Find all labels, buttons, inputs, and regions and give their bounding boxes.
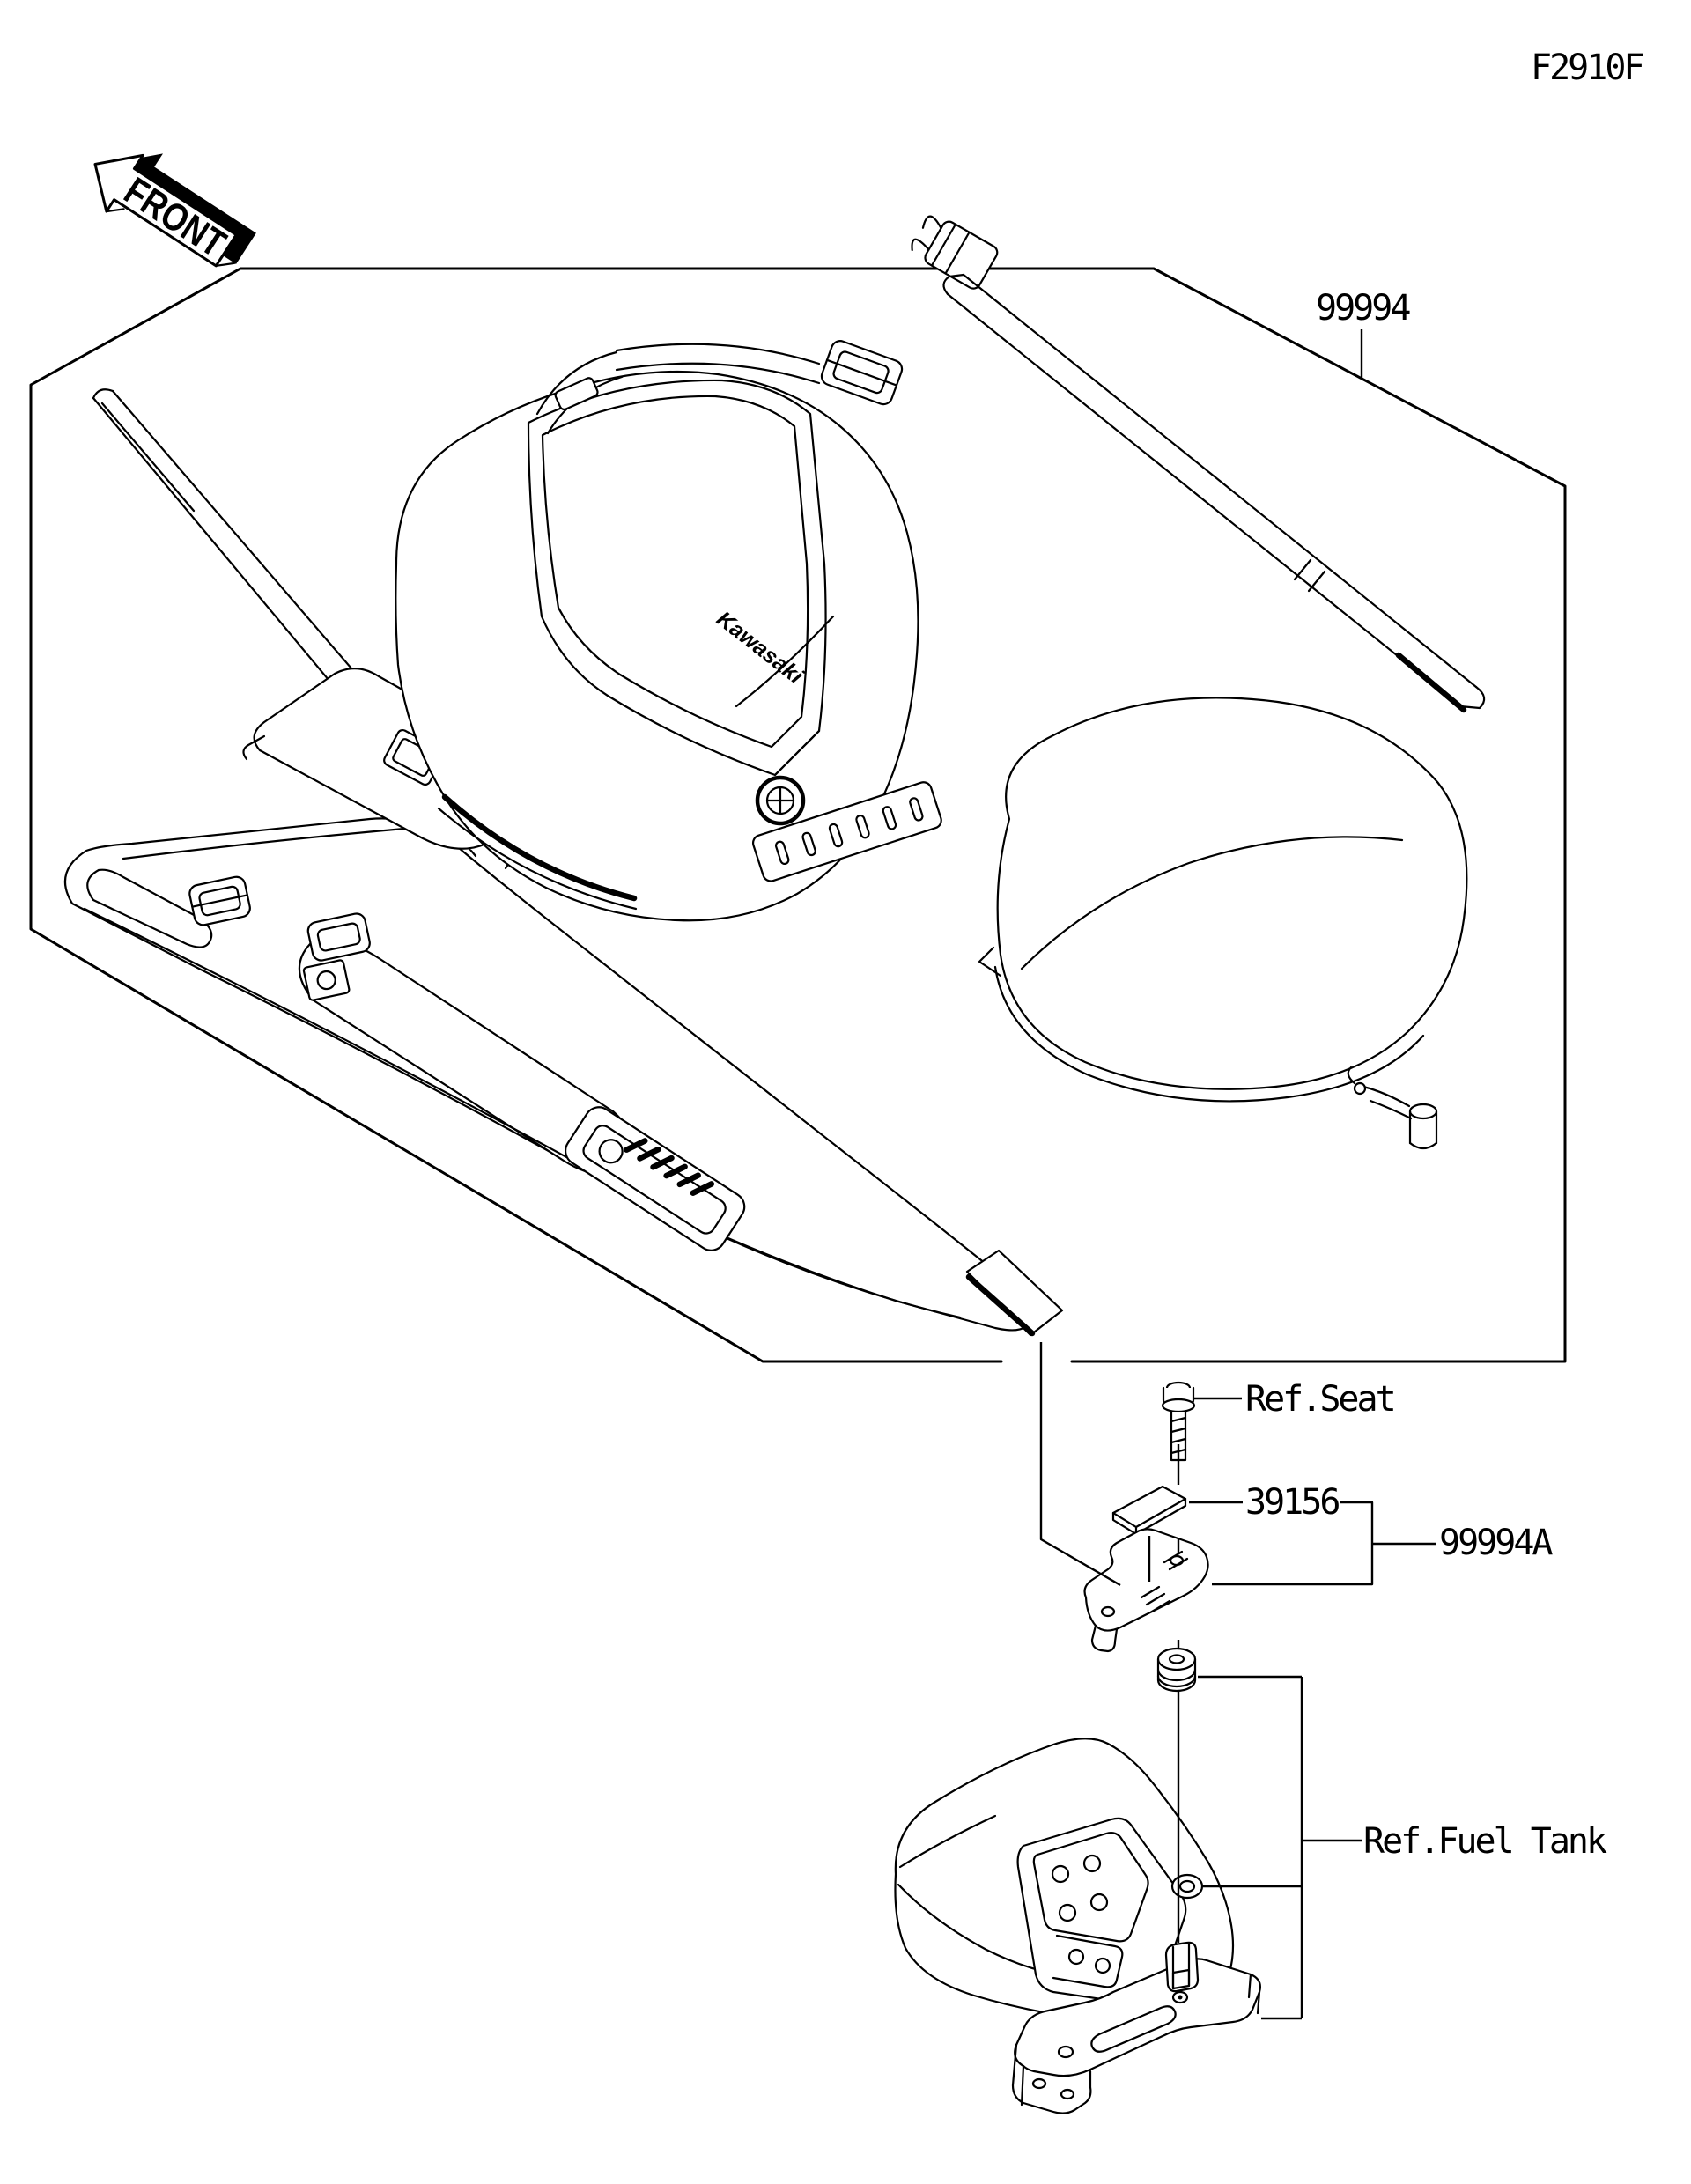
flange-bolt-drawing bbox=[1163, 1383, 1194, 1460]
front-arrow-icon: FRONT bbox=[77, 153, 256, 286]
pad-drawing bbox=[1113, 1487, 1185, 1534]
leader-lines bbox=[1041, 329, 1436, 2018]
fitting-kit-part-number-label: 99994A bbox=[1439, 1523, 1553, 1563]
diagram-code-label: F2910F bbox=[1531, 48, 1644, 88]
tank-bracket-drawing bbox=[1013, 1943, 1260, 2114]
mounting-strap-drawing bbox=[907, 210, 1484, 710]
kit-part-number-label: 99994 bbox=[1316, 288, 1411, 328]
panel-outline bbox=[31, 269, 1565, 1361]
seat-cover-drawing bbox=[979, 697, 1466, 1148]
pad-part-number-label: 39156 bbox=[1245, 1482, 1340, 1523]
fuel-tank-drawing bbox=[895, 1738, 1233, 2022]
bracket-drawing bbox=[1085, 1529, 1208, 1651]
tank-bag-drawing: Kawasaki bbox=[243, 338, 943, 920]
grommet-drawing bbox=[1158, 1649, 1195, 1691]
ref-fuel-tank-label: Ref.Fuel Tank bbox=[1363, 1821, 1607, 1862]
harness-base-drawing bbox=[65, 791, 1062, 1335]
ref-seat-label: Ref.Seat bbox=[1245, 1379, 1397, 1420]
